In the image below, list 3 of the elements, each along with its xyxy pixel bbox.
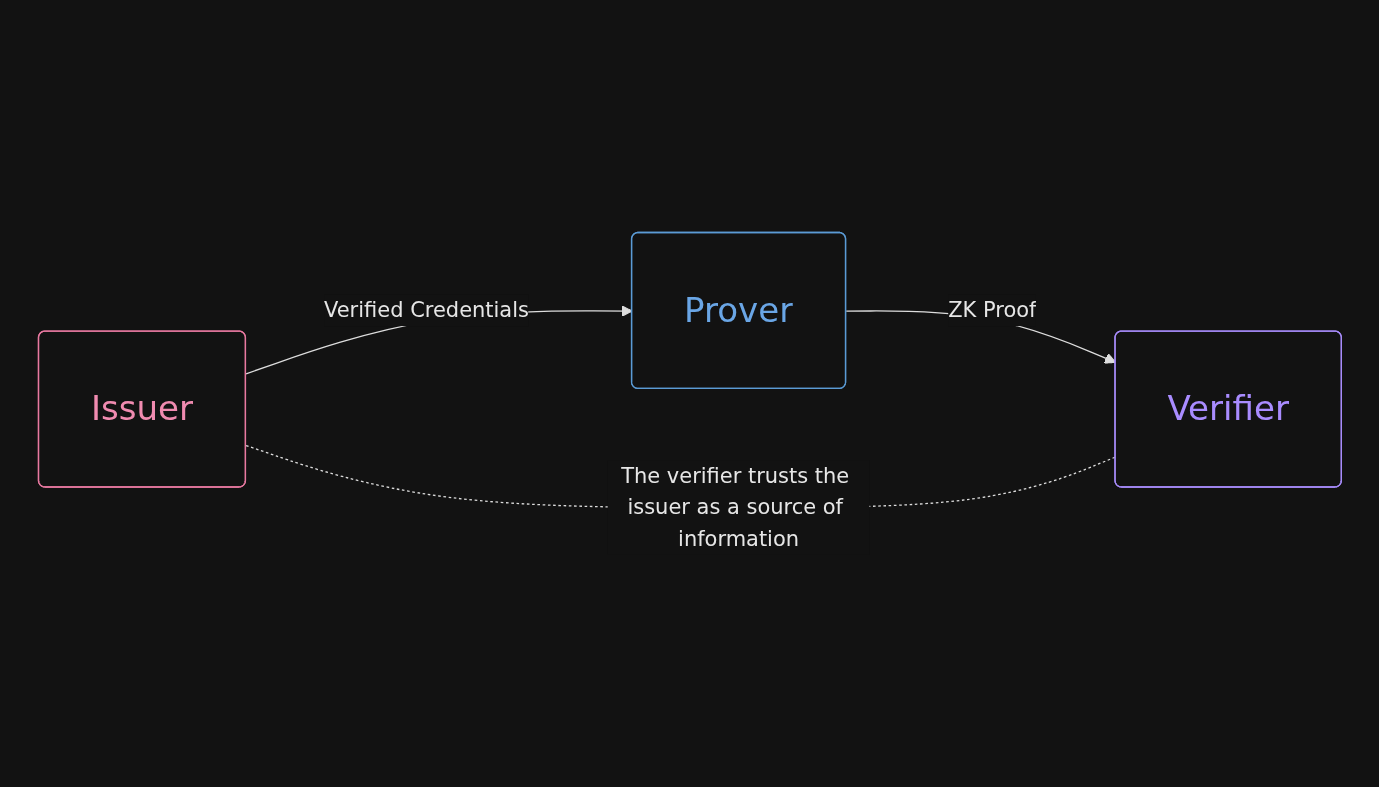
edge-label: ZK Proof xyxy=(947,297,1036,323)
edge-label: Verified Credentials xyxy=(323,297,529,323)
edge-label: The verifier trusts the issuer as a source of information xyxy=(620,462,849,551)
